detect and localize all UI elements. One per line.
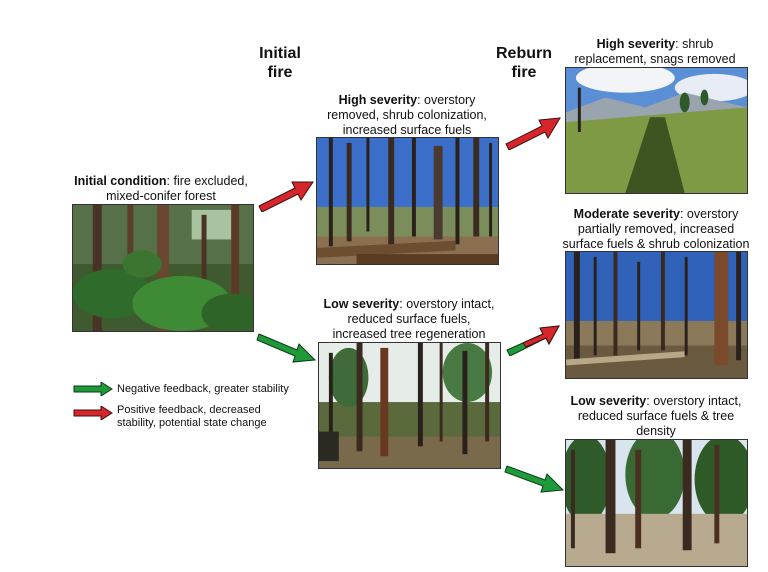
- initial-low-caption: Low severity: overstory intact, reduced …: [305, 297, 513, 342]
- negative-feedback-arrow-low-to-reburn-low: [504, 465, 565, 493]
- initial-fire-header-line2: fire: [267, 64, 293, 81]
- initial-high-desc1: : overstory: [417, 93, 476, 107]
- reburn-high-desc1: : shrub: [675, 37, 714, 51]
- reburn-moderate-desc1: : overstory: [679, 207, 739, 221]
- initial-condition-title: Initial condition: [74, 174, 167, 188]
- initial-fire-header-line1: Initial: [259, 45, 301, 62]
- reburn-high-photo: [565, 67, 748, 194]
- reburn-low-desc1: : overstory intact,: [646, 394, 742, 408]
- legend-negative-arrow: [73, 382, 113, 396]
- initial-high-title: High severity: [338, 93, 418, 107]
- reburn-fire-header: Reburn fire: [484, 44, 564, 82]
- legend-negative-label: Negative feedback, greater stability: [117, 383, 289, 395]
- initial-fire-header: Initial fire: [238, 44, 322, 82]
- initial-high-desc2: removed, shrub colonization,: [327, 108, 487, 122]
- initial-high-photo: [316, 137, 499, 265]
- initial-condition-desc1: : fire excluded,: [166, 174, 248, 188]
- reburn-moderate-title: Moderate severity: [573, 207, 680, 221]
- initial-low-desc1: : overstory intact,: [399, 297, 495, 311]
- negative-feedback-arrow-initial-to-low: [256, 333, 317, 363]
- initial-condition-caption: Initial condition: fire excluded, mixed-…: [56, 174, 266, 204]
- reburn-moderate-desc3: surface fuels & shrub colonization: [562, 237, 750, 251]
- initial-low-photo: [318, 342, 501, 469]
- initial-low-desc3: increased tree regeneration: [332, 327, 486, 341]
- initial-condition-photo: [72, 204, 254, 332]
- reburn-low-desc2: reduced surface fuels & tree: [577, 409, 735, 423]
- legend-positive-label-line2: stability, potential state change: [117, 417, 267, 429]
- reburn-high-desc2: replacement, snags removed: [574, 52, 736, 66]
- positive-feedback-arrow-initial-to-high: [258, 181, 314, 212]
- initial-low-title: Low severity: [323, 297, 400, 311]
- positive-feedback-arrow-high-to-reburn-high: [505, 117, 561, 150]
- reburn-high-caption: High severity: shrub replacement, snags …: [560, 37, 750, 67]
- initial-condition-desc2: mixed-conifer forest: [106, 189, 216, 203]
- initial-low-desc2: reduced surface fuels,: [347, 312, 471, 326]
- reburn-low-title: Low severity: [570, 394, 647, 408]
- legend-positive-label: Positive feedback, decreased stability, …: [117, 404, 317, 430]
- legend: Negative feedback, greater stability Pos…: [73, 382, 313, 432]
- initial-high-caption: High severity: overstory removed, shrub …: [308, 93, 506, 138]
- legend-positive-arrow: [73, 406, 113, 420]
- reburn-low-caption: Low severity: overstory intact, reduced …: [558, 394, 754, 439]
- reburn-high-title: High severity: [596, 37, 676, 51]
- reburn-fire-header-line2: fire: [511, 64, 537, 81]
- reburn-moderate-desc2: partially removed, increased: [577, 222, 735, 236]
- reburn-low-photo: [565, 439, 748, 567]
- initial-high-desc3: increased surface fuels: [342, 123, 472, 137]
- reburn-moderate-caption: Moderate severity: overstory partially r…: [548, 207, 764, 252]
- reburn-low-desc3: density: [636, 424, 676, 438]
- mixed-feedback-arrow-low-to-reburn-moderate: [506, 325, 560, 356]
- legend-positive-label-line1: Positive feedback, decreased: [117, 404, 261, 416]
- reburn-fire-header-line1: Reburn: [496, 45, 552, 62]
- reburn-moderate-photo: [565, 251, 748, 379]
